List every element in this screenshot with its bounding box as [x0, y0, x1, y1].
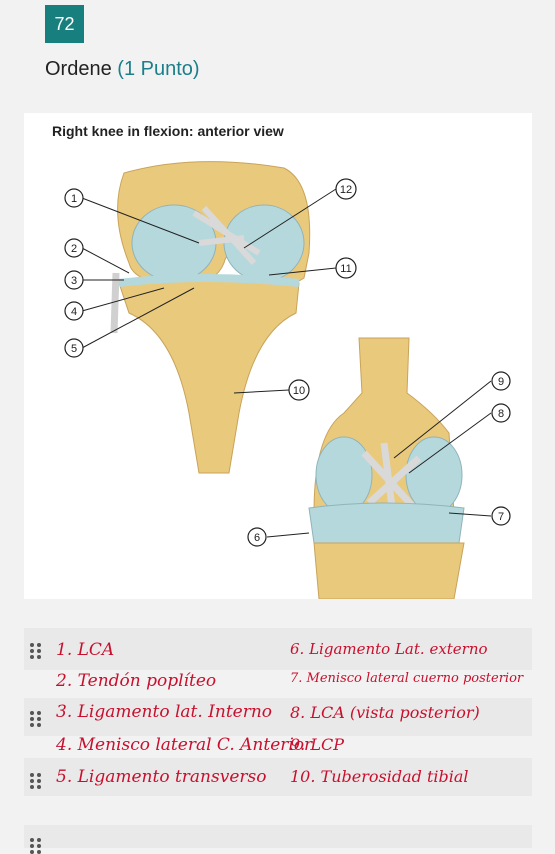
callout-3: 3 — [71, 275, 77, 287]
question-title: Ordene (1 Punto) — [45, 58, 200, 81]
answer-right-4: 9. LCP — [290, 735, 344, 754]
answer-right-2: 7. Menisco lateral cuerno posterior — [290, 671, 524, 686]
answer-left-3: 3. Ligamento lat. Interno — [56, 702, 273, 722]
callout-9: 9 — [498, 376, 504, 388]
figure-caption: Right knee in flexion: anterior view — [52, 123, 284, 139]
callout-1: 1 — [71, 193, 77, 205]
drag-handle-icon[interactable] — [30, 643, 42, 659]
answer-left-2: 2. Tendón poplíteo — [56, 671, 217, 691]
drag-handle-icon[interactable] — [30, 838, 42, 854]
question-title-text: Ordene — [45, 58, 112, 80]
callout-4: 4 — [71, 306, 77, 318]
callout-5: 5 — [71, 343, 77, 355]
answer-row-3[interactable] — [24, 758, 532, 796]
answer-row-2[interactable] — [24, 698, 532, 736]
answer-left-4: 4. Menisco lateral C. Anterior — [56, 735, 313, 755]
drag-handle-icon[interactable] — [30, 711, 42, 727]
answer-right-1: 6. Ligamento Lat. externo — [290, 640, 488, 658]
question-points: (1 Punto) — [117, 58, 200, 80]
callout-12: 12 — [340, 184, 352, 196]
callout-7: 7 — [498, 511, 504, 523]
knee-figure: Right knee in flexion: anterior view — [24, 113, 532, 599]
callout-2: 2 — [71, 243, 77, 255]
question-number-badge: 72 — [45, 5, 84, 43]
answer-right-5: 10. Tuberosidad tibial — [290, 767, 469, 786]
answer-left-1: 1. LCA — [56, 640, 115, 660]
drag-handle-icon[interactable] — [30, 773, 42, 789]
callout-11: 11 — [340, 263, 351, 275]
answer-right-3: 8. LCA (vista posterior) — [290, 703, 480, 722]
callout-10: 10 — [293, 385, 305, 397]
answer-left-5: 5. Ligamento transverso — [56, 767, 267, 787]
callout-6: 6 — [254, 532, 260, 544]
answer-row-4[interactable] — [24, 825, 532, 848]
callout-8: 8 — [498, 408, 504, 420]
answer-row-1[interactable] — [24, 628, 532, 670]
knee-illustration: 1 2 3 4 5 10 11 12 6 7 8 9 — [64, 161, 511, 599]
